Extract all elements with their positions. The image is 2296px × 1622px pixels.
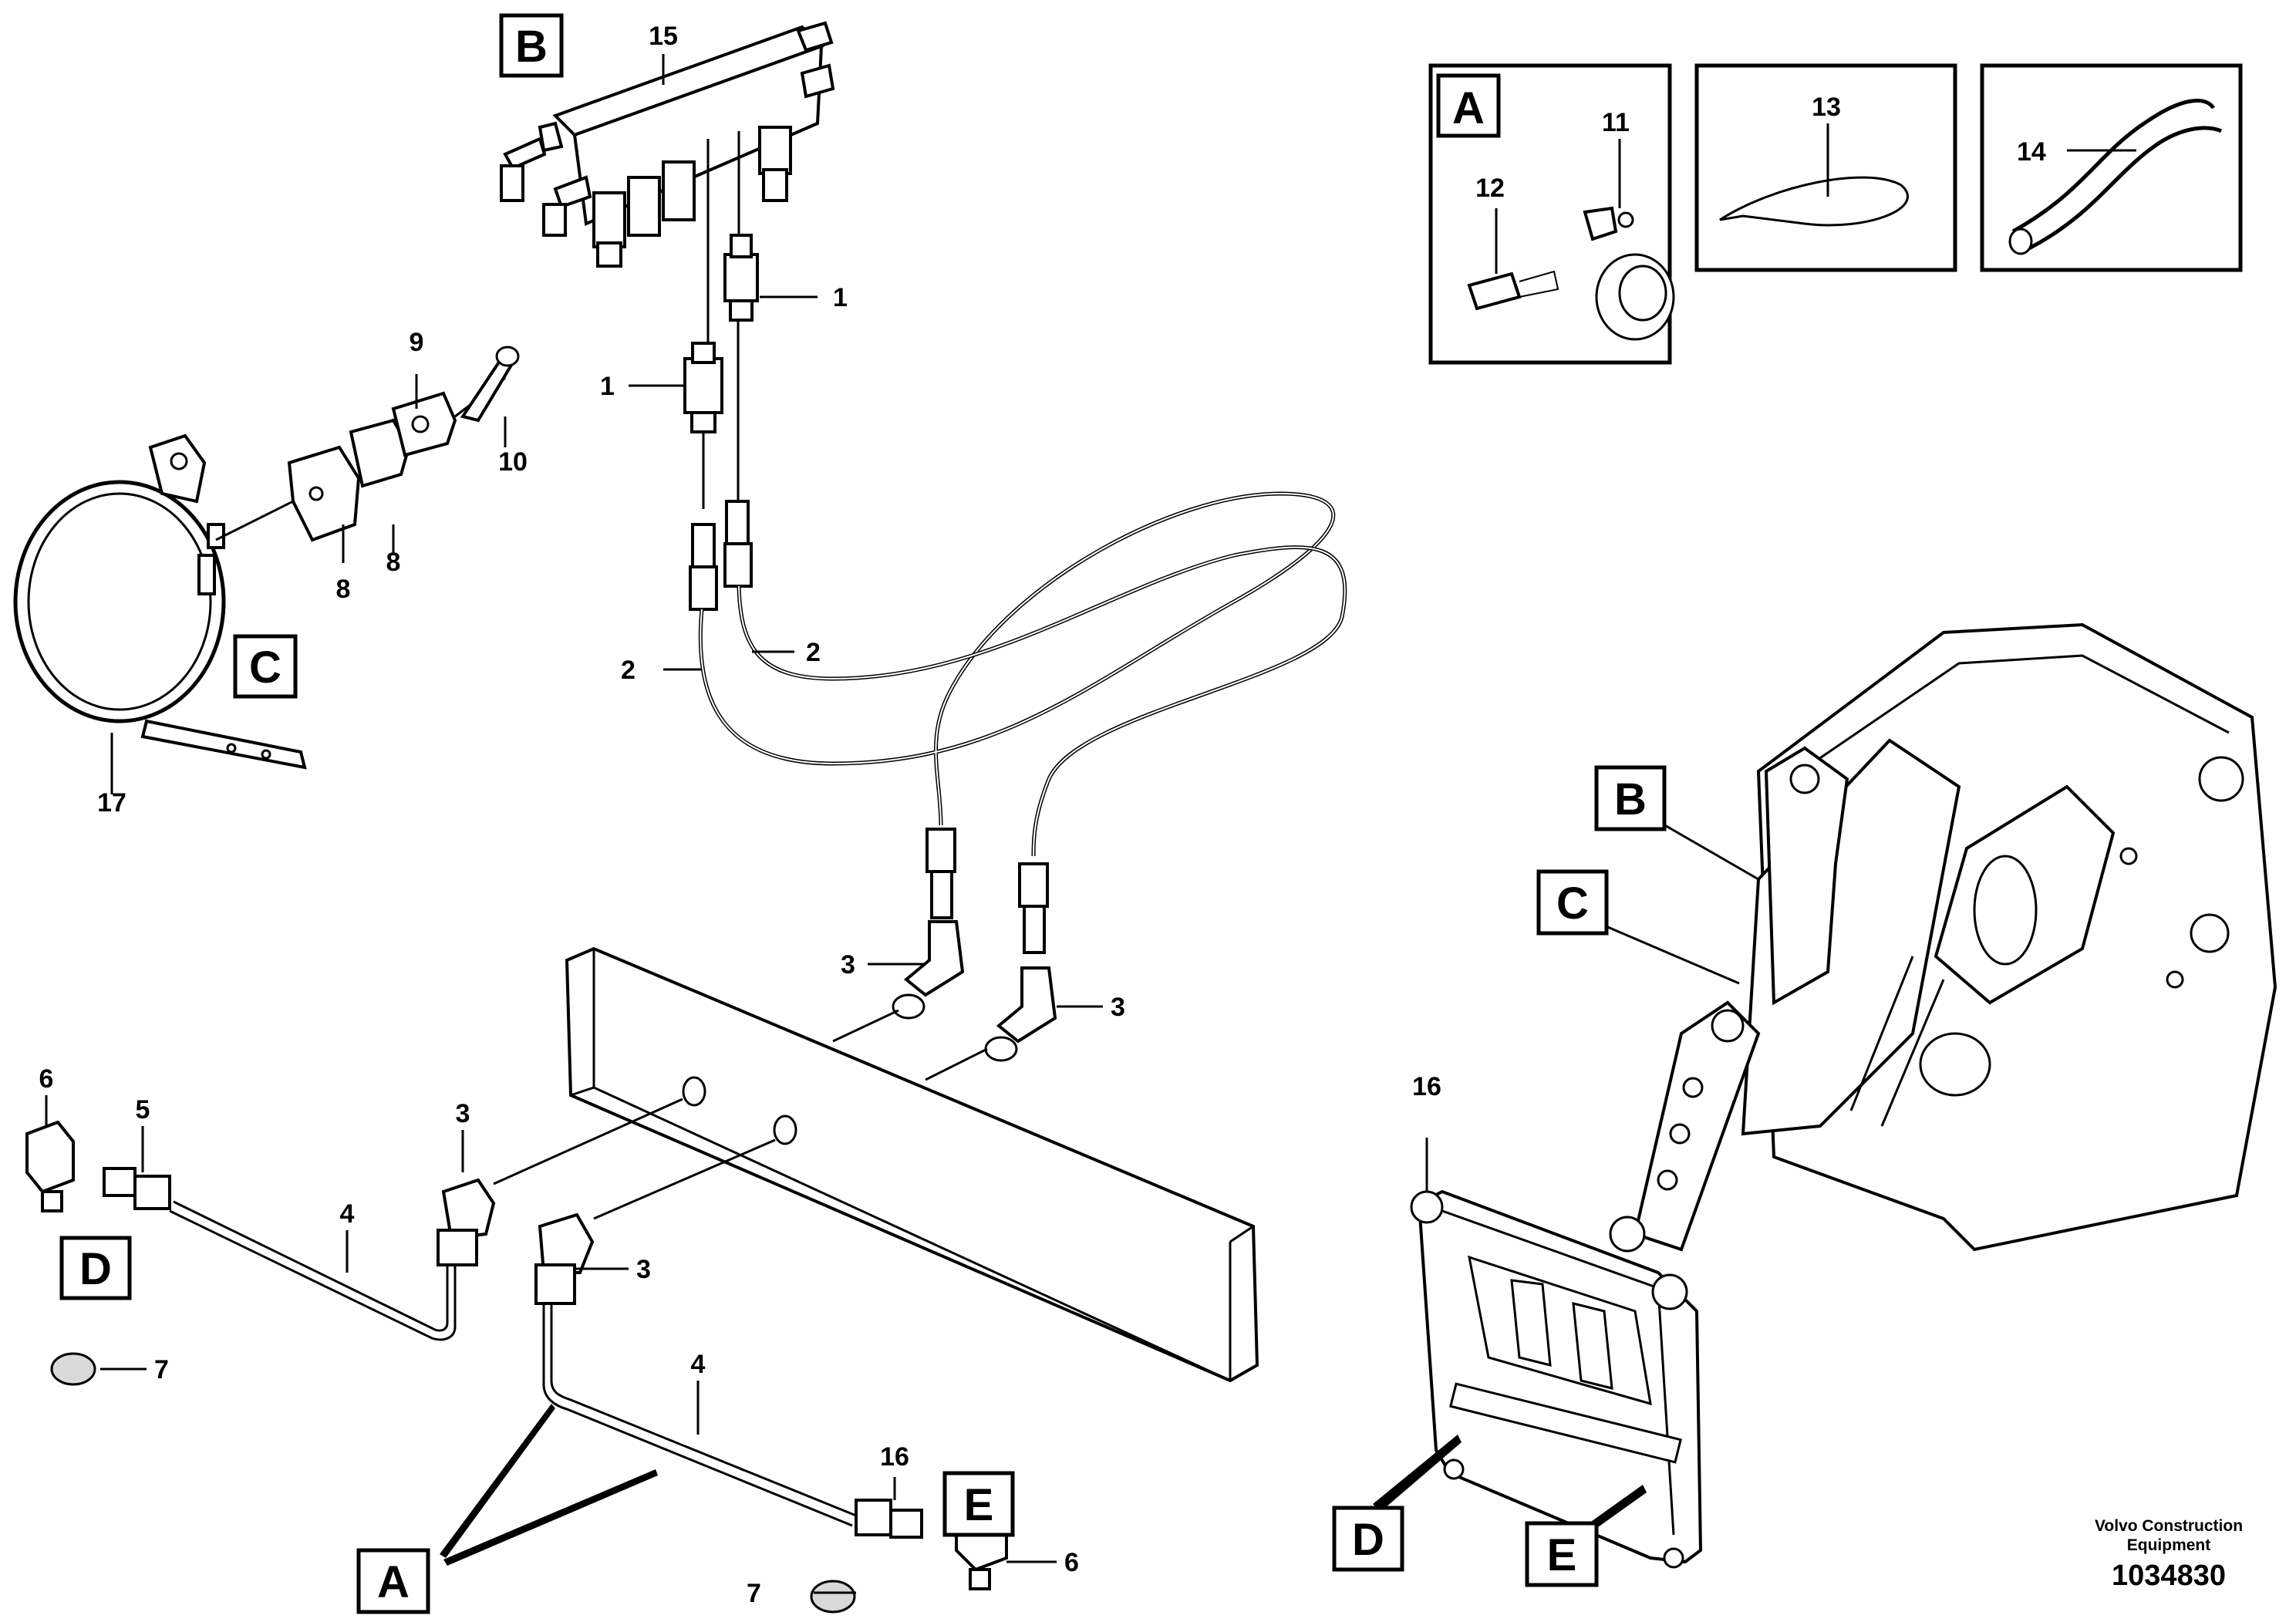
hose-end-14 — [2008, 228, 2033, 255]
box-label-D-machine: D — [1352, 1515, 1384, 1565]
box-label-E-machine: E — [1547, 1530, 1577, 1580]
callout-14: 14 — [2017, 137, 2046, 167]
box-label-E: E — [964, 1480, 994, 1530]
brand-line-1: Volvo Construction — [2095, 1517, 2243, 1535]
box-label-A-inset: A — [1452, 83, 1485, 133]
callout-16-machine: 16 — [1412, 1072, 1441, 1101]
callout-numbers: 15 1 1 2 2 3 3 3 3 4 4 5 6 6 7 7 8 8 9 1… — [39, 22, 2046, 1608]
callout-8-left: 8 — [336, 575, 351, 604]
brand-line-2: Equipment — [2127, 1536, 2211, 1554]
callout-3-lower-left: 3 — [456, 1099, 470, 1128]
view-labels: B C D A E B C D E — [59, 13, 1667, 1614]
callout-7-left: 7 — [154, 1355, 169, 1384]
nut-7-left — [50, 1352, 96, 1386]
callout-15: 15 — [649, 22, 678, 51]
box-label-B-machine: B — [1614, 774, 1647, 824]
callout-11: 11 — [1602, 108, 1630, 137]
callout-2-left: 2 — [621, 656, 636, 685]
elbow-3-upper-left — [903, 920, 965, 997]
callout-9: 9 — [410, 328, 424, 357]
callout-16-bottom: 16 — [880, 1442, 909, 1472]
box-label-C-machine: C — [1556, 878, 1589, 929]
callout-5: 5 — [136, 1095, 150, 1125]
connector-16 — [855, 1499, 892, 1536]
hose-clamp — [13, 346, 520, 770]
callout-1-left: 1 — [600, 372, 615, 401]
plug-6-left — [25, 1120, 75, 1194]
connector-5 — [133, 1175, 171, 1210]
distribution-block — [500, 21, 835, 268]
adapter-1-right — [723, 253, 759, 302]
inset-panels: A — [1428, 63, 2243, 365]
callout-4-left: 4 — [340, 1199, 355, 1229]
callout-8-right: 8 — [386, 548, 401, 577]
footer: Volvo Construction Equipment 1034830 — [2095, 1517, 2243, 1592]
callout-7-right: 7 — [747, 1579, 761, 1608]
adapter-1-left — [683, 357, 723, 414]
nut-7-right — [810, 1580, 856, 1614]
box-label-D: D — [79, 1244, 112, 1294]
callout-10: 10 — [498, 447, 528, 477]
bolt-12 — [1467, 271, 1522, 311]
callout-6-right: 6 — [1064, 1548, 1079, 1577]
box-label-A: A — [377, 1557, 410, 1607]
document-number: 1034830 — [2112, 1560, 2226, 1592]
box-label-C: C — [249, 642, 282, 693]
callout-2-right: 2 — [806, 638, 821, 667]
callout-1-right: 1 — [833, 283, 848, 312]
callout-13: 13 — [1812, 93, 1841, 122]
cable-tie-13 — [1719, 176, 1909, 227]
lower-lines — [25, 1098, 1008, 1614]
leader-lines — [45, 54, 2136, 1594]
box-label-B: B — [515, 22, 548, 72]
callout-12: 12 — [1475, 174, 1505, 203]
hose-assembly — [683, 131, 1347, 1062]
callout-6-left: 6 — [39, 1064, 54, 1094]
callout-3-upper-left: 3 — [841, 950, 855, 980]
callout-3-lower-right: 3 — [636, 1255, 651, 1284]
machine-overview — [1410, 622, 2277, 1569]
beam-section — [565, 946, 1259, 1383]
elbow-3-upper-right — [996, 966, 1057, 1044]
callout-4-right: 4 — [691, 1350, 706, 1379]
callout-17: 17 — [97, 788, 126, 818]
callout-3-upper-right: 3 — [1111, 993, 1125, 1022]
